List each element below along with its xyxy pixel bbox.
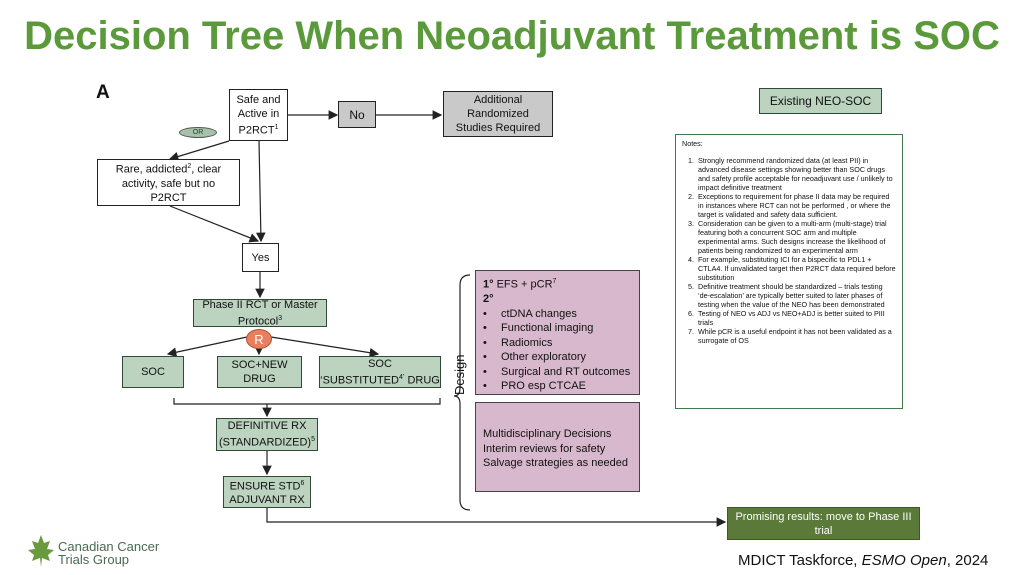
- rare-sup: 2: [187, 163, 192, 171]
- secondary-list: ctDNA changes Functional imaging Radiomi…: [483, 307, 632, 394]
- rare-line1: Rare, addicted2, clear: [116, 160, 221, 177]
- phase2-sup: 3: [278, 314, 283, 322]
- arrow-safe-to-yes: [256, 140, 266, 243]
- notes-box: Notes: Strongly recommend randomized dat…: [675, 134, 903, 409]
- bracket-arms: [173, 398, 441, 405]
- secondary-label: 2°: [483, 293, 494, 306]
- additional-line2: Randomized: [467, 108, 529, 120]
- note-item: Consideration can be given to a multi-ar…: [696, 219, 896, 255]
- soc-box: SOC: [122, 356, 184, 388]
- safe-active-line2: Active in: [237, 107, 280, 120]
- definitive-line2: (STANDARDIZED)5: [219, 433, 315, 450]
- maple-leaf-logo-icon: [28, 535, 54, 567]
- citation-suffix: , 2024: [946, 552, 989, 569]
- phase2-rct-box: Phase II RCT or Master Protocol3: [193, 299, 327, 327]
- citation: MDICT Taskforce, ESMO Open, 2024: [738, 552, 988, 569]
- arrow-ensure-to-promising: [266, 508, 727, 527]
- logo-line1: Canadian Cancer: [58, 539, 160, 554]
- definitive-line1: DEFINITIVE RX: [227, 420, 307, 433]
- safe-active-line3: P2RCT1: [236, 121, 280, 138]
- primary-endpoint: 1° EFS + pCR7: [483, 275, 632, 292]
- randomization-circle: R: [246, 329, 272, 349]
- secondary-item: Radiomics: [483, 336, 632, 351]
- definitive-text2: (STANDARDIZED): [219, 436, 312, 449]
- safe-active-line1: Safe and: [236, 93, 281, 106]
- multi-line1: Multidisciplinary Decisions: [483, 428, 612, 440]
- rare-line3: P2RCT: [150, 191, 187, 204]
- soc-substituted-box: SOC ‘SUBSTITUTED4’ DRUG: [319, 356, 441, 388]
- secondary-item: Other exploratory: [483, 350, 632, 365]
- ensure-text1: ENSURE STD: [229, 480, 301, 493]
- primary-prefix: 1°: [483, 278, 494, 291]
- primary-text: EFS + pCR: [493, 278, 553, 291]
- secondary-item: Surgical and RT outcomes: [483, 365, 632, 380]
- rare-line2: activity, safe but no: [121, 177, 216, 190]
- safe-active-text3: P2RCT: [238, 124, 275, 137]
- slide-title: Decision Tree When Neoadjuvant Treatment…: [24, 14, 1000, 58]
- soc-sub-text2b: DRUG: [404, 374, 440, 387]
- existing-neo-soc-box: Existing NEO-SOC: [759, 88, 882, 114]
- safe-active-box: Safe and Active in P2RCT1: [229, 89, 288, 141]
- notes-heading: Notes:: [682, 139, 703, 148]
- phase2-line2: Protocol3: [202, 312, 317, 329]
- rare-text1b: , clear: [191, 163, 222, 176]
- definitive-sup: 5: [311, 436, 315, 444]
- multi-line2: Interim reviews for safety: [483, 442, 606, 455]
- ensure-line1: ENSURE STD6: [229, 477, 305, 494]
- arrow-safe-to-rare: [168, 140, 230, 162]
- arrow-rare-to-yes: [169, 205, 260, 243]
- design-label: Design: [452, 354, 467, 395]
- additional-line3: Studies Required: [455, 122, 541, 134]
- note-item: While pCR is a useful endpoint it has no…: [696, 327, 896, 345]
- yes-box: Yes: [242, 243, 279, 272]
- phase2-text2: Protocol: [237, 315, 279, 328]
- or-label: OR: [179, 127, 217, 138]
- note-item: Exceptions to requirement for phase II d…: [696, 192, 896, 219]
- secondary-endpoint: 2°: [483, 292, 632, 307]
- ensure-line2: ADJUVANT RX: [229, 494, 305, 507]
- additional-line1: Additional: [473, 94, 523, 106]
- note-item: Testing of NEO vs ADJ vs NEO+ADJ is bett…: [696, 309, 896, 327]
- rare-text1: Rare, addicted: [115, 163, 188, 176]
- logo-text: Canadian Cancer Trials Group: [58, 540, 159, 566]
- note-item: For example, substituting ICI for a bisp…: [696, 255, 896, 282]
- primary-sup: 7: [552, 278, 557, 285]
- endpoints-box: 1° EFS + pCR7 2° ctDNA changes Functiona…: [475, 270, 640, 395]
- soc-sub-text2: ‘SUBSTITUTED: [320, 374, 399, 387]
- note-item: Strongly recommend randomized data (at l…: [696, 156, 896, 192]
- logo-line2: Trials Group: [58, 552, 130, 567]
- soc-sub-line2: ‘SUBSTITUTED4’ DRUG: [320, 371, 440, 388]
- soc-new-line2: DRUG: [243, 373, 276, 385]
- soc-sub-line1: SOC: [368, 357, 392, 370]
- promising-results-box: Promising results: move to Phase III tri…: [727, 507, 920, 540]
- multidisciplinary-box: Multidisciplinary Decisions Interim revi…: [475, 402, 640, 492]
- definitive-rx-box: DEFINITIVE RX (STANDARDIZED)5: [216, 418, 318, 451]
- citation-prefix: MDICT Taskforce,: [738, 552, 862, 569]
- no-box: No: [338, 101, 376, 128]
- citation-journal: ESMO Open: [861, 552, 947, 569]
- secondary-item: Functional imaging: [483, 321, 632, 336]
- arrow-r-to-socsub: [270, 336, 380, 358]
- secondary-item: ctDNA changes: [483, 307, 632, 322]
- safe-active-sup: 1: [274, 123, 279, 131]
- soc-new-drug-box: SOC+NEW DRUG: [217, 356, 302, 388]
- panel-letter: A: [96, 82, 110, 103]
- additional-studies-box: Additional Randomized Studies Required: [443, 91, 553, 137]
- soc-new-line1: SOC+NEW: [231, 359, 288, 371]
- notes-list: Strongly recommend randomized data (at l…: [682, 156, 896, 345]
- note-item: Definitive treatment should be standardi…: [696, 282, 896, 309]
- multi-line3: Salvage strategies as needed: [483, 457, 628, 469]
- arrow-r-to-soc: [166, 336, 248, 357]
- soc-sub-sup: 4’: [398, 373, 405, 381]
- ensure-sup: 6: [300, 479, 305, 487]
- rare-addicted-box: Rare, addicted2, clear activity, safe bu…: [97, 159, 240, 206]
- ensure-adjuvant-box: ENSURE STD6 ADJUVANT RX: [223, 476, 311, 508]
- secondary-item: PRO esp CTCAE: [483, 379, 632, 394]
- phase2-line1: Phase II RCT or Master: [202, 298, 318, 311]
- design-brace: [453, 274, 471, 511]
